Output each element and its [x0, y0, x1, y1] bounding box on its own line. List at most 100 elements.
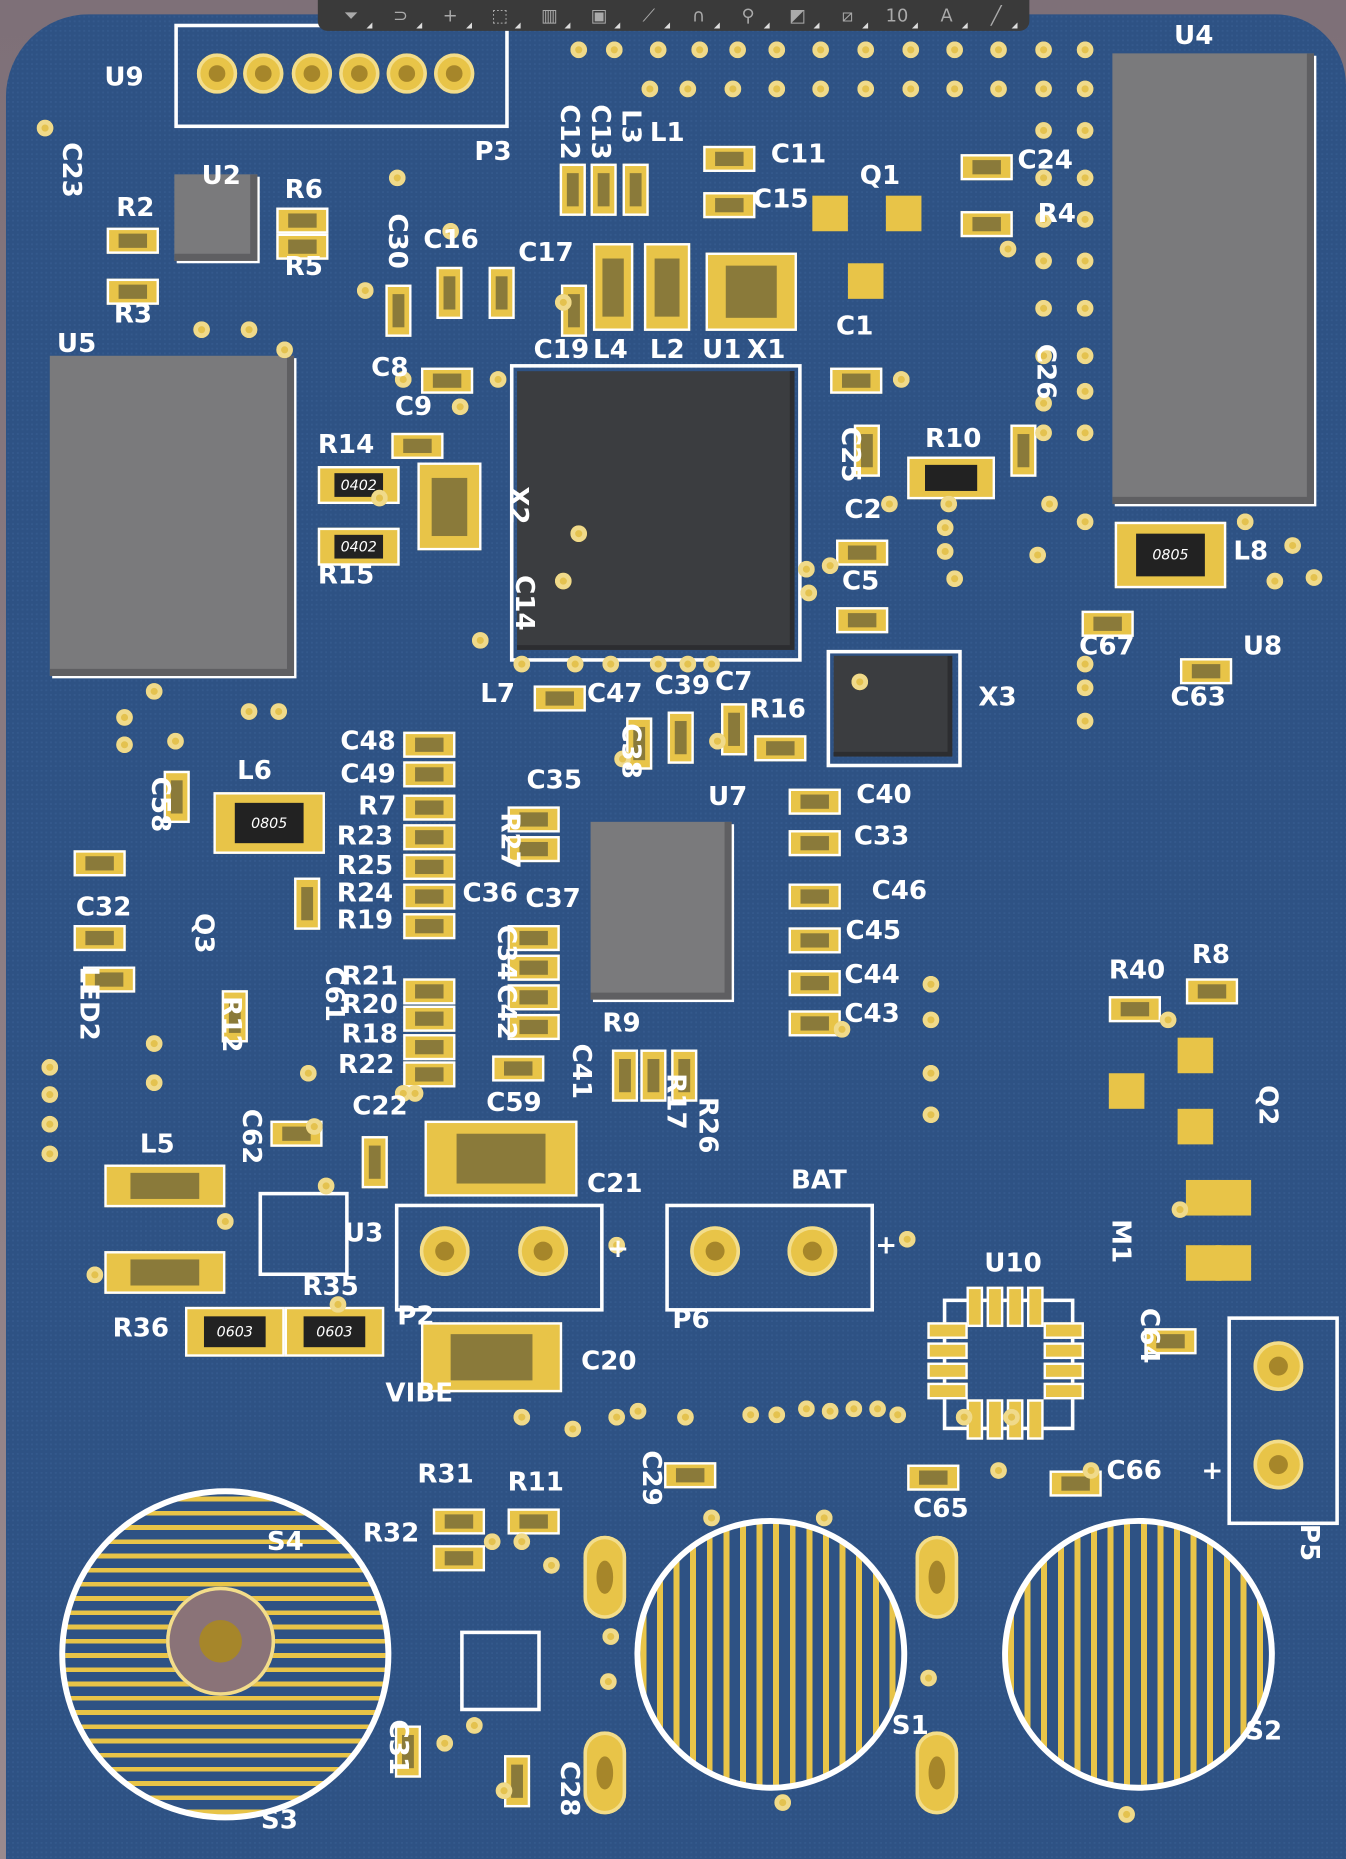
designator-label: S1: [891, 1711, 929, 1741]
via: [406, 1085, 424, 1102]
route-track-tool-button[interactable]: ⟋: [628, 2, 671, 29]
passive-component: [611, 1049, 639, 1102]
passive-component: [788, 970, 841, 997]
via-tool-button[interactable]: ⚲: [727, 2, 770, 29]
designator-label: R14: [317, 430, 375, 461]
interactive-route-icon: ⧄: [841, 4, 854, 27]
s1-switch[interactable]: [634, 1517, 908, 1791]
via: [798, 1400, 815, 1418]
u10-pin: [986, 1286, 1004, 1328]
via: [1076, 712, 1094, 730]
designator-label: C39: [654, 671, 711, 701]
designator-label: C20: [581, 1347, 637, 1377]
p3-pin-2[interactable]: [243, 53, 284, 94]
text-tool-button[interactable]: A: [925, 2, 968, 29]
via: [145, 1074, 163, 1092]
p2-outline: [394, 1203, 604, 1312]
via: [471, 632, 489, 649]
designator-label: C30: [381, 213, 412, 269]
via: [371, 489, 388, 507]
line-tool-button[interactable]: ╱: [975, 2, 1018, 29]
diff-pair-tool-button[interactable]: ∩: [677, 2, 720, 29]
connector-pin[interactable]: [1253, 1439, 1304, 1490]
via: [936, 543, 954, 560]
via: [869, 1400, 886, 1418]
via: [1118, 1806, 1135, 1823]
passive-component: [667, 711, 694, 764]
passive-component: [853, 424, 880, 477]
transistor-pad: [1185, 1245, 1222, 1281]
connector-pin[interactable]: [787, 1226, 838, 1277]
via: [1076, 41, 1094, 59]
interactive-route-tool-button[interactable]: ⧄: [826, 2, 869, 29]
u4-module: [1112, 53, 1314, 505]
s2-switch[interactable]: [1002, 1517, 1275, 1791]
via: [691, 41, 708, 59]
via: [1082, 1462, 1100, 1479]
designator-label: U10: [984, 1248, 1042, 1279]
p3-pin-3[interactable]: [291, 53, 333, 94]
designator-label: R31: [417, 1459, 474, 1490]
via: [1035, 347, 1052, 365]
via: [36, 119, 54, 137]
string-tool-button[interactable]: 10: [876, 2, 919, 29]
passive-component: [403, 731, 456, 758]
via: [1035, 169, 1052, 187]
via: [566, 655, 584, 673]
via: [641, 80, 659, 98]
u5-module: [49, 355, 295, 676]
designator-label: X3: [978, 683, 1017, 713]
passive-component: [907, 1464, 960, 1491]
connector-pin[interactable]: [419, 1226, 470, 1277]
bar-chart-tool-button[interactable]: ▥: [528, 2, 571, 29]
l6-inductor: 0805: [213, 792, 325, 854]
via: [1076, 169, 1094, 187]
u7-chip: [590, 821, 732, 1000]
select-area-tool-button[interactable]: ⬚: [479, 2, 522, 29]
via: [217, 1213, 234, 1230]
designator-label: L1: [649, 118, 685, 149]
snap-icon: ⊃: [393, 4, 409, 27]
via: [920, 1669, 937, 1687]
designator-label: C28: [553, 1761, 584, 1817]
p3-pin-1[interactable]: [196, 53, 238, 94]
connector-pin[interactable]: [1253, 1341, 1304, 1392]
designator-label: R40: [1108, 955, 1166, 986]
via: [602, 655, 620, 673]
snap-tool-button[interactable]: ⊃: [379, 2, 422, 29]
via-icon: ⚲: [741, 4, 755, 27]
designator-label: C66: [1106, 1456, 1162, 1486]
p3-pin-5[interactable]: [386, 53, 427, 94]
part-marking: 0805: [1136, 533, 1205, 577]
via: [564, 1420, 582, 1438]
connector-pin[interactable]: [690, 1226, 741, 1277]
passive-component: [73, 925, 126, 952]
bar-chart-icon: ▥: [541, 4, 558, 27]
via: [605, 41, 623, 59]
p3-pin-6[interactable]: [434, 53, 475, 94]
r10-resistor: [907, 456, 995, 500]
crosshair-tool-button[interactable]: +: [429, 2, 472, 29]
via: [1035, 41, 1052, 59]
via: [629, 1402, 647, 1420]
via: [193, 321, 210, 338]
designator-label: C32: [75, 892, 132, 923]
designator-label: R35: [302, 1272, 359, 1303]
designator-label: X1: [747, 335, 786, 366]
filter-tool-button[interactable]: ⏷: [330, 2, 373, 29]
p3-pin-4[interactable]: [339, 53, 380, 94]
designator-label: R25: [336, 851, 394, 882]
via: [240, 703, 258, 720]
designator-label: C22: [352, 1092, 408, 1122]
slot-pad: [915, 1535, 959, 1619]
passive-component: [403, 1034, 456, 1061]
via: [41, 1059, 59, 1076]
component-tool-button[interactable]: ▣: [578, 2, 621, 29]
polygon-tool-button[interactable]: ◩: [776, 2, 819, 29]
passive-component: [560, 284, 588, 337]
s3-center-hole: [166, 1586, 276, 1696]
connector-pin[interactable]: [518, 1226, 569, 1277]
via: [889, 1406, 907, 1424]
